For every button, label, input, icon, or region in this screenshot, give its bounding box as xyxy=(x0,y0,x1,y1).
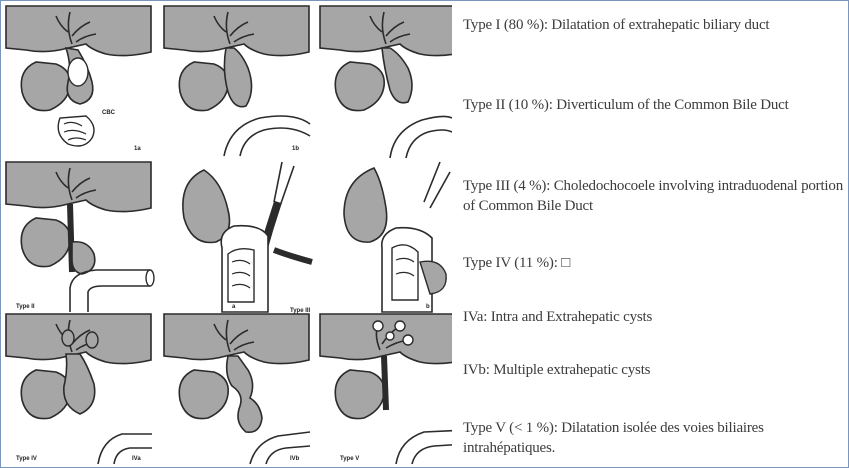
panel-type-5: Type V xyxy=(320,314,452,464)
panel-type-3-label: Type III xyxy=(290,308,311,314)
choledochal-cyst-illustration: CBC 1a 1b Type II xyxy=(2,2,452,466)
panel-type-1b: 1b xyxy=(164,6,310,156)
panel-4a-label: IVa xyxy=(132,456,141,462)
cbc-label: CBC xyxy=(102,110,116,116)
legend-type-4: Type IV (11 %): □ xyxy=(463,253,849,273)
panel-3b-label: b xyxy=(426,304,430,310)
panel-1b-label: 1b xyxy=(292,146,299,152)
panel-type-1a: CBC 1a xyxy=(6,6,151,152)
panel-type-2: Type II xyxy=(6,162,154,312)
panel-type-3a: a Type III xyxy=(183,162,312,314)
legend-type-1: Type I (80 %): Dilatation of extrahepati… xyxy=(463,15,849,35)
panel-4b-label: IVb xyxy=(290,456,300,462)
panel-type-4b: IVb xyxy=(164,314,310,464)
panel-type-4a: Type IV IVa xyxy=(6,314,152,464)
panel-type-1c xyxy=(320,6,452,158)
legend-type-2: Type II (10 %): Diverticulum of the Comm… xyxy=(463,95,849,115)
panel-type-4-label: Type IV xyxy=(16,456,37,462)
panel-type-5-label: Type V xyxy=(340,456,359,462)
legend-type-3: Type III (4 %): Choledochocoele involvin… xyxy=(463,176,849,216)
legend-type-4b: IVb: Multiple extrahepatic cysts xyxy=(463,360,849,380)
legend-type-4a: IVa: Intra and Extrahepatic cysts xyxy=(463,307,849,327)
legend-type-5: Type V (< 1 %): Dilatation isolée des vo… xyxy=(463,418,849,458)
panel-type-2-label: Type II xyxy=(16,304,35,310)
panel-type-3b: b xyxy=(344,162,450,312)
panel-1a-label: 1a xyxy=(134,146,141,152)
